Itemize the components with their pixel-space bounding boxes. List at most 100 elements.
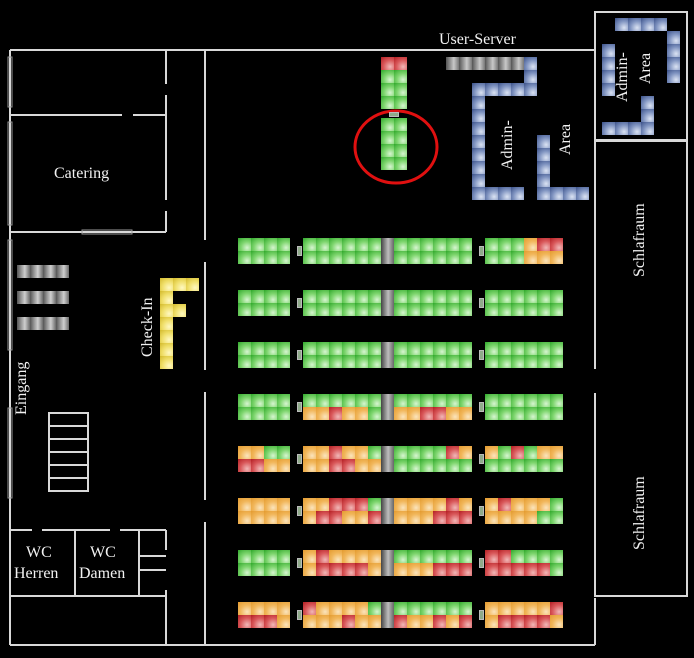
seat-taken[interactable] xyxy=(433,615,446,628)
seat-taken[interactable] xyxy=(524,563,537,576)
seat-free[interactable] xyxy=(524,550,537,563)
seat-free[interactable] xyxy=(446,238,459,251)
seat-reserved[interactable] xyxy=(303,459,316,472)
seat-free[interactable] xyxy=(446,251,459,264)
seat-taken[interactable] xyxy=(342,498,355,511)
seat-taken[interactable] xyxy=(329,459,342,472)
server-seat-seat-free[interactable] xyxy=(394,157,407,170)
seat-free[interactable] xyxy=(485,342,498,355)
seat-free[interactable] xyxy=(524,459,537,472)
seat-reserved[interactable] xyxy=(238,602,251,615)
seat-reserved[interactable] xyxy=(368,563,381,576)
seat-free[interactable] xyxy=(264,563,277,576)
seat-reserved[interactable] xyxy=(368,615,381,628)
seat-reserved[interactable] xyxy=(264,602,277,615)
admin-seat[interactable] xyxy=(472,187,485,200)
seat-free[interactable] xyxy=(511,459,524,472)
seat-blocked[interactable] xyxy=(381,511,394,524)
seat-reserved[interactable] xyxy=(277,602,290,615)
seat-taken[interactable] xyxy=(251,615,264,628)
seat-taken[interactable] xyxy=(498,550,511,563)
seat-free[interactable] xyxy=(303,355,316,368)
seat-free[interactable] xyxy=(459,550,472,563)
seat-free[interactable] xyxy=(511,394,524,407)
seat-blocked[interactable] xyxy=(381,615,394,628)
seat-free[interactable] xyxy=(433,355,446,368)
seat-free[interactable] xyxy=(355,355,368,368)
seat-free[interactable] xyxy=(537,290,550,303)
seat-free[interactable] xyxy=(524,446,537,459)
seat-reserved[interactable] xyxy=(433,498,446,511)
seat-reserved[interactable] xyxy=(446,407,459,420)
server-rack[interactable] xyxy=(459,57,472,70)
check-in-desk[interactable] xyxy=(160,278,173,291)
seat-reserved[interactable] xyxy=(407,563,420,576)
seat-free[interactable] xyxy=(446,355,459,368)
seat-free[interactable] xyxy=(498,407,511,420)
seat-free[interactable] xyxy=(459,394,472,407)
seat-free[interactable] xyxy=(277,563,290,576)
seat-taken[interactable] xyxy=(498,615,511,628)
seat-free[interactable] xyxy=(433,238,446,251)
seat-reserved[interactable] xyxy=(498,602,511,615)
seat-reserved[interactable] xyxy=(511,511,524,524)
seat-blocked[interactable] xyxy=(381,355,394,368)
seat-reserved[interactable] xyxy=(316,459,329,472)
admin-seat[interactable] xyxy=(628,18,641,31)
server-seat-seat-free[interactable] xyxy=(394,70,407,83)
seat-free[interactable] xyxy=(238,303,251,316)
seat-taken[interactable] xyxy=(537,563,550,576)
seat-taken[interactable] xyxy=(329,563,342,576)
seat-free[interactable] xyxy=(407,355,420,368)
seat-reserved[interactable] xyxy=(355,511,368,524)
admin-seat[interactable] xyxy=(654,18,667,31)
seat-free[interactable] xyxy=(498,290,511,303)
seat-free[interactable] xyxy=(355,238,368,251)
admin-seat[interactable] xyxy=(472,148,485,161)
seat-free[interactable] xyxy=(238,394,251,407)
seat-blocked[interactable] xyxy=(381,563,394,576)
server-seat-seat-free[interactable] xyxy=(394,83,407,96)
seat-reserved[interactable] xyxy=(537,498,550,511)
seat-free[interactable] xyxy=(264,290,277,303)
seat-free[interactable] xyxy=(511,251,524,264)
seat-reserved[interactable] xyxy=(342,407,355,420)
seat-free[interactable] xyxy=(277,355,290,368)
seat-free[interactable] xyxy=(368,394,381,407)
check-in-desk[interactable] xyxy=(160,343,173,356)
seat-free[interactable] xyxy=(420,602,433,615)
admin-seat[interactable] xyxy=(472,161,485,174)
admin-seat[interactable] xyxy=(472,122,485,135)
seat-blocked[interactable] xyxy=(381,550,394,563)
seat-free[interactable] xyxy=(537,459,550,472)
seat-taken[interactable] xyxy=(329,498,342,511)
seat-reserved[interactable] xyxy=(277,498,290,511)
admin-seat[interactable] xyxy=(550,187,563,200)
seat-free[interactable] xyxy=(394,251,407,264)
seat-reserved[interactable] xyxy=(303,550,316,563)
seat-reserved[interactable] xyxy=(355,615,368,628)
admin-seat[interactable] xyxy=(641,96,654,109)
seat-reserved[interactable] xyxy=(329,615,342,628)
seat-free[interactable] xyxy=(355,394,368,407)
admin-seat[interactable] xyxy=(472,96,485,109)
seat-free[interactable] xyxy=(368,251,381,264)
seat-free[interactable] xyxy=(277,550,290,563)
seat-reserved[interactable] xyxy=(251,511,264,524)
seat-blocked[interactable] xyxy=(381,602,394,615)
seat-free[interactable] xyxy=(537,394,550,407)
seat-free[interactable] xyxy=(550,563,563,576)
admin-seat[interactable] xyxy=(537,148,550,161)
seat-reserved[interactable] xyxy=(342,511,355,524)
seat-reserved[interactable] xyxy=(524,251,537,264)
server-seat-seat-taken[interactable] xyxy=(394,57,407,70)
seat-reserved[interactable] xyxy=(524,238,537,251)
seat-free[interactable] xyxy=(342,303,355,316)
check-in-desk[interactable] xyxy=(160,317,173,330)
check-in-desk[interactable] xyxy=(173,278,186,291)
seat-free[interactable] xyxy=(277,394,290,407)
check-in-desk[interactable] xyxy=(160,356,173,369)
seat-free[interactable] xyxy=(446,303,459,316)
seat-free[interactable] xyxy=(511,342,524,355)
seat-blocked[interactable] xyxy=(381,407,394,420)
